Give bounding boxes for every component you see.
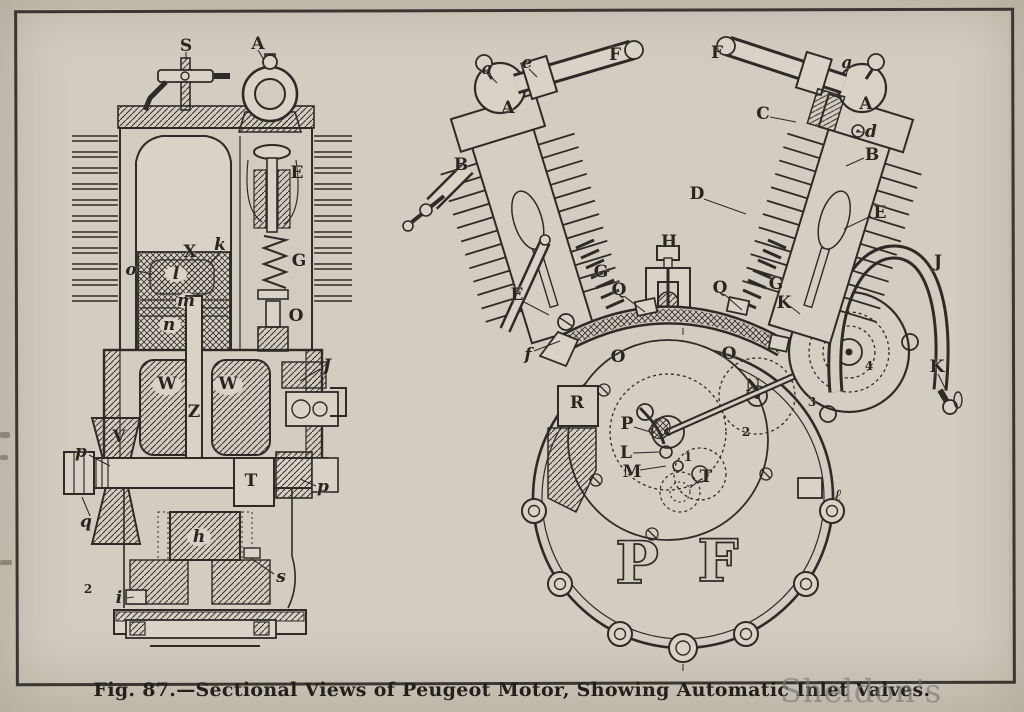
part-label-right-f: F xyxy=(710,43,724,63)
part-label-right-k: K xyxy=(776,293,792,313)
right-engine-drawing: P F xyxy=(402,36,963,676)
crankcase-cast-letters: P F xyxy=(614,526,739,598)
left-inlet-fittings xyxy=(402,39,644,232)
crankcase-letter-f: F xyxy=(697,527,738,595)
part-label-right-f: f xyxy=(524,345,532,365)
part-label-left-o: o xyxy=(125,260,137,280)
part-label-left-p: p xyxy=(75,442,87,462)
exhaust-valve-assembly xyxy=(253,144,291,352)
mounting-bracket xyxy=(547,385,599,514)
part-label-left-o: O xyxy=(288,306,304,326)
cam-follower-mechanism xyxy=(636,403,701,513)
right-leader-lines xyxy=(488,67,947,489)
part-label-left-j: J xyxy=(322,356,332,376)
part-label-right-j: J xyxy=(933,252,943,272)
valve-springs xyxy=(575,238,787,310)
part-label-left-p: p xyxy=(317,477,329,497)
part-label-right-ℓ: ℓ xyxy=(834,486,842,506)
part-label-right-g: G xyxy=(593,262,609,282)
part-label-left-l: l xyxy=(172,264,180,284)
part-label-left-s: s xyxy=(276,567,286,587)
part-label-right-4: 4 xyxy=(864,359,874,373)
engine-base xyxy=(113,609,307,647)
part-label-right-o: O xyxy=(610,347,626,367)
part-label-left-a: A xyxy=(251,34,265,54)
left-engine-drawing xyxy=(63,49,352,647)
part-label-left-t: T xyxy=(244,471,258,491)
part-label-right-q: Q xyxy=(611,280,627,300)
part-label-left-w: W xyxy=(157,374,177,394)
part-label-right-e: E xyxy=(510,285,524,305)
part-label-left-z: Z xyxy=(187,402,201,422)
part-label-right-n: N xyxy=(745,376,761,396)
cam-segment-arc xyxy=(499,234,791,368)
priming-tap xyxy=(142,57,230,111)
part-label-right-c: C xyxy=(756,104,770,124)
part-label-left-m: m xyxy=(177,291,195,311)
part-label-right-q: Q xyxy=(712,278,728,298)
crankcase-letter-p: P xyxy=(615,529,659,597)
magneto-clamp xyxy=(827,244,963,415)
watermark: Sheldon's Emu xyxy=(780,672,1024,712)
scan-artifact xyxy=(0,432,10,438)
watermark-text: Sheldon's Emu xyxy=(780,672,942,712)
part-label-right-1: 1 xyxy=(683,450,693,464)
crankcase-lugs xyxy=(521,477,845,663)
figure-caption: Fig. 87.—Sectional Views of Peugeot Moto… xyxy=(93,679,931,701)
part-label-right-t: T xyxy=(699,467,713,487)
part-label-right-g: G xyxy=(768,274,784,294)
part-label-right-e: E xyxy=(873,203,887,223)
part-label-right-h: H xyxy=(660,232,678,252)
part-label-right-k: K xyxy=(929,357,945,377)
part-label-right-2: 2 xyxy=(741,425,751,439)
left-leader-lines xyxy=(81,49,321,599)
right-inlet-fittings xyxy=(716,36,888,138)
part-label-left-q: q xyxy=(80,512,92,532)
part-label-right-b: B xyxy=(864,145,880,165)
inlet-housing xyxy=(237,53,303,133)
part-label-left-v: V xyxy=(112,427,126,447)
timing-gear-housing xyxy=(281,361,347,427)
part-label-right-l: L xyxy=(620,443,632,463)
part-label-right-3: 3 xyxy=(807,395,817,409)
part-label-left-w: W xyxy=(218,374,238,394)
part-label-right-e: e xyxy=(521,53,533,73)
part-label-right-a: A xyxy=(501,98,515,118)
right-cylinder xyxy=(742,92,922,345)
scan-artifact xyxy=(0,560,12,565)
part-label-right-a: a xyxy=(841,53,853,73)
part-label-left-2: 2 xyxy=(83,582,93,596)
part-label-left-e: E xyxy=(290,163,304,183)
part-label-right-d: D xyxy=(689,184,705,204)
part-label-right-o: O xyxy=(721,344,737,364)
part-label-left-k: k xyxy=(214,235,226,255)
crankshaft-assembly xyxy=(63,417,339,605)
part-label-right-p: P xyxy=(620,414,634,434)
part-label-right-a: A xyxy=(859,94,873,114)
part-label-right-r: R xyxy=(569,393,585,413)
part-label-right-f: F xyxy=(608,45,622,65)
part-label-right-m: M xyxy=(622,462,642,482)
part-label-left-n: n xyxy=(162,315,176,335)
scan-artifact xyxy=(0,455,8,460)
part-label-left-i: i xyxy=(115,588,123,608)
part-label-right-d: d xyxy=(865,122,877,142)
part-label-left-s: S xyxy=(179,36,193,56)
part-label-left-g: G xyxy=(291,251,307,271)
part-label-left-h: h xyxy=(192,527,206,547)
part-label-right-a: a xyxy=(481,59,493,79)
part-label-left-x: X xyxy=(183,242,197,262)
part-label-right-b: B xyxy=(453,155,469,175)
